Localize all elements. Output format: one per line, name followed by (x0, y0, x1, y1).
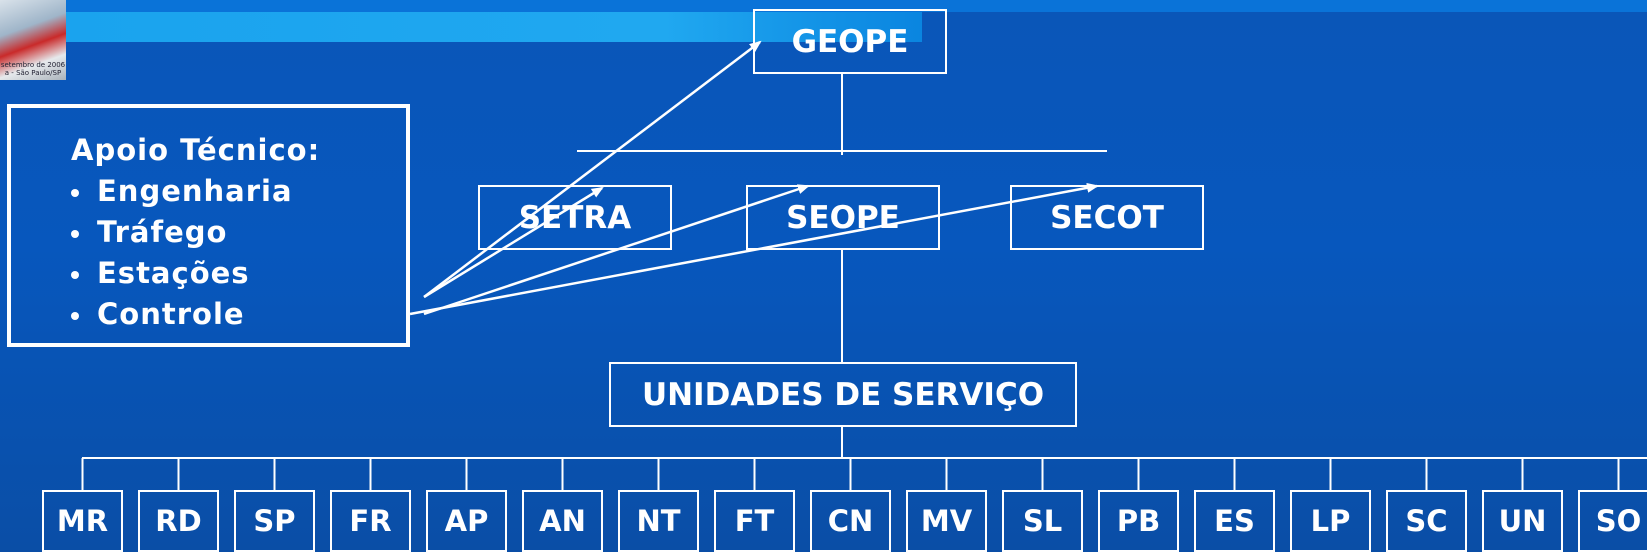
unit-box-mv: MV (906, 490, 987, 552)
unit-label: MR (56, 504, 109, 538)
arrow-to-geope (423, 40, 762, 298)
unit-label: PB (1116, 504, 1161, 538)
secot-label: SECOT (1050, 199, 1164, 236)
logo-caption: setembro de 2006 a - São Paulo/SP (0, 61, 66, 77)
unit-box-ft: FT (714, 490, 795, 552)
unit-box-so: SO (1578, 490, 1647, 552)
unit-label: ES (1214, 504, 1255, 538)
unit-drop-lines (81, 458, 1620, 490)
unit-label: AP (444, 504, 489, 538)
seope-label: SEOPE (786, 199, 900, 236)
unit-box-lp: LP (1290, 490, 1371, 552)
unit-label: UN (1498, 504, 1547, 538)
unit-box-ap: AP (426, 490, 507, 552)
event-logo: setembro de 2006 a - São Paulo/SP (0, 0, 66, 80)
geope-box: GEOPE (753, 9, 947, 74)
unit-box-un: UN (1482, 490, 1563, 552)
unit-box-rd: RD (138, 490, 219, 552)
unit-box-sc: SC (1386, 490, 1467, 552)
logo-caption-line-1: setembro de 2006 (0, 61, 66, 69)
unit-label: SL (1022, 504, 1063, 538)
unit-label: RD (155, 504, 202, 538)
unit-label: NT (636, 504, 681, 538)
unit-box-fr: FR (330, 490, 411, 552)
unit-label: FR (349, 504, 392, 538)
services-label: UNIDADES DE SERVIÇO (641, 376, 1045, 413)
header-bar (62, 12, 922, 42)
secot-box: SECOT (1010, 185, 1204, 250)
arrow-to-seope (423, 184, 810, 316)
unit-label: FT (734, 504, 775, 538)
unit-label: SO (1595, 504, 1642, 538)
support-item: Controle (69, 294, 406, 335)
unit-box-cn: CN (810, 490, 891, 552)
geope-label: GEOPE (791, 23, 909, 60)
arrow-to-setra (423, 186, 604, 299)
setra-box: SETRA (478, 185, 672, 250)
unit-label: CN (827, 504, 874, 538)
support-title: Apoio Técnico: (71, 133, 321, 167)
unit-box-sl: SL (1002, 490, 1083, 552)
logo-caption-line-2: a - São Paulo/SP (4, 69, 62, 77)
unit-box-mr: MR (42, 490, 123, 552)
services-box: UNIDADES DE SERVIÇO (609, 362, 1077, 427)
unit-box-es: ES (1194, 490, 1275, 552)
unit-label: AN (539, 504, 586, 538)
unit-label: SP (253, 504, 296, 538)
seope-box: SEOPE (746, 185, 940, 250)
unit-label: LP (1310, 504, 1351, 538)
unit-box-pb: PB (1098, 490, 1179, 552)
setra-label: SETRA (518, 199, 632, 236)
header-band (0, 0, 1647, 12)
unit-box-sp: SP (234, 490, 315, 552)
support-item: Engenharia (69, 171, 406, 212)
support-list: Engenharia Tráfego Estações Controle (71, 171, 406, 335)
unit-box-an: AN (522, 490, 603, 552)
support-item: Tráfego (69, 212, 406, 253)
unit-label: SC (1405, 504, 1448, 538)
support-item: Estações (69, 253, 406, 294)
support-box: Apoio Técnico: Engenharia Tráfego Estaçõ… (7, 104, 410, 347)
unit-box-nt: NT (618, 490, 699, 552)
arrow-to-secot (409, 182, 1099, 316)
unit-label: MV (920, 504, 973, 538)
